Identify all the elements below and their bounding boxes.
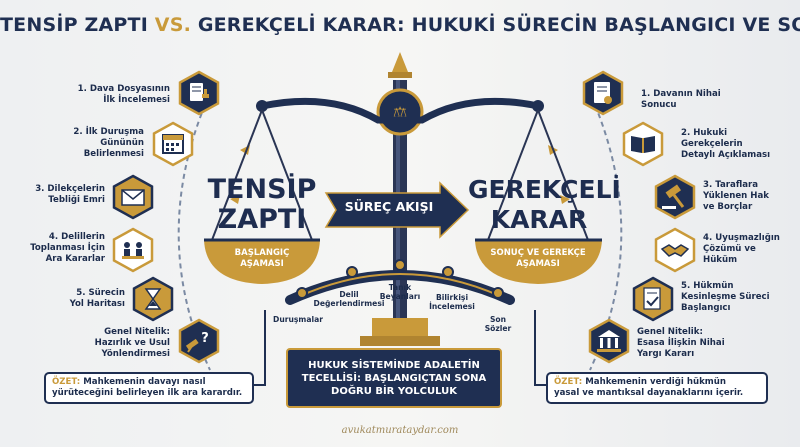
title-vs: VS. xyxy=(154,14,198,36)
svg-text:?: ? xyxy=(201,331,209,346)
left-pan xyxy=(204,240,320,284)
open-book-icon xyxy=(620,121,666,167)
right-summary: ÖZET: Mahkemenin verdiği hükmün yasal ve… xyxy=(546,372,768,404)
page-title: TENSİP ZAPTI VS. GEREKÇELİ KARAR: HUKUKİ… xyxy=(0,14,800,36)
center-summary-box: HUKUK SİSTEMİNDE ADALETİN TECELLİSİ: BAŞ… xyxy=(286,348,502,408)
title-part-left: TENSİP ZAPTI xyxy=(0,14,155,36)
base-step-hearings: Duruşmalar xyxy=(273,315,323,324)
process-flow-label: SÜREÇ AKIŞI xyxy=(344,199,434,214)
right-pan xyxy=(475,240,602,284)
certificate-icon xyxy=(580,70,626,116)
courthouse-icon xyxy=(586,318,632,364)
handshake-icon xyxy=(652,227,698,273)
meeting-icon xyxy=(110,227,156,273)
document-check-icon xyxy=(630,276,676,322)
envelope-icon xyxy=(110,174,156,220)
calendar-icon xyxy=(150,121,196,167)
title-part-right: GEREKÇELİ KARAR: HUKUKİ SÜRECİN BAŞLANGI… xyxy=(197,14,800,36)
gavel-question-icon: ? xyxy=(176,318,222,364)
document-stamp-icon xyxy=(176,70,222,116)
process-arrow xyxy=(324,181,470,239)
left-summary: ÖZET: Mahkemenin davayı nasıl yürüteceği… xyxy=(44,372,254,404)
hourglass-icon xyxy=(130,276,176,322)
gavel-icon xyxy=(652,174,698,220)
footer-website: avukatmurataydar.com xyxy=(341,425,459,436)
